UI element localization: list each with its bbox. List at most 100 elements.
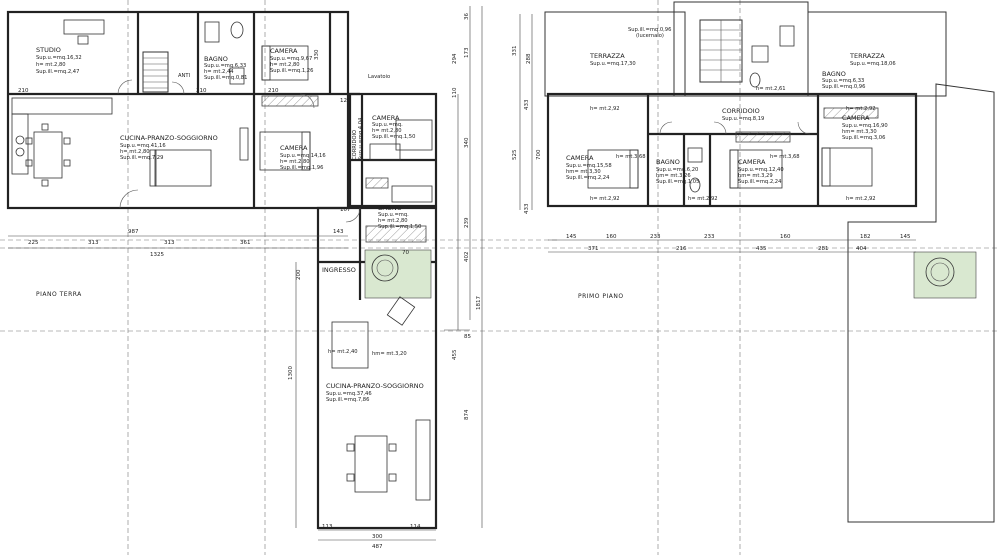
room-camera-first-east: CAMERA Sup.u.=mq.16,90 hm= mt.3,30 Sup.i…: [842, 114, 888, 141]
svg-text:Sup.u.=mq.4,04: Sup.u.=mq.4,04: [358, 117, 364, 160]
svg-text:h= mt.2,80: h= mt.2,80: [372, 128, 402, 134]
svg-text:Sup.u.=mq.6,33: Sup.u.=mq.6,33: [204, 63, 246, 69]
svg-text:h= mt.2,92: h= mt.2,92: [590, 106, 620, 112]
svg-text:114: 114: [410, 524, 421, 530]
svg-text:hm= mt.3,30: hm= mt.3,30: [566, 169, 601, 175]
svg-text:Sup.u.=mq.16,90: Sup.u.=mq.16,90: [842, 123, 888, 129]
room-bagno-first: BAGNO Sup.u.=mq.6,33 Sup.ill.=mq.0,96: [822, 70, 865, 90]
svg-text:h= mt.3,68: h= mt.3,68: [616, 154, 646, 160]
svg-text:700: 700: [536, 149, 542, 160]
svg-text:288: 288: [526, 53, 532, 64]
svg-text:110: 110: [452, 87, 458, 98]
svg-text:145: 145: [566, 234, 577, 240]
room-lavatoio: Lavatoio: [368, 74, 390, 80]
svg-text:Sup.u.=mq.14,16: Sup.u.=mq.14,16: [280, 153, 326, 159]
svg-text:h= mt.2,61: h= mt.2,61: [756, 86, 786, 92]
svg-text:340: 340: [464, 137, 470, 148]
svg-text:CORRIDOIO: CORRIDOIO: [352, 130, 358, 160]
svg-text:404: 404: [856, 246, 867, 252]
svg-text:525: 525: [512, 149, 518, 160]
svg-text:STUDIO: STUDIO: [36, 46, 61, 54]
skylight-note: Sup.ill.=mq.0,96 (lucernaio): [628, 27, 671, 39]
room-bagno-east: BAGNO Sup.u.=mq. h= mt.2,80 Sup.ill.=mq.…: [378, 204, 421, 230]
svg-text:182: 182: [860, 234, 871, 240]
svg-text:BAGNO: BAGNO: [822, 70, 846, 78]
svg-text:h= mt.2,40: h= mt.2,40: [328, 349, 358, 355]
svg-text:h= mt.2,80: h= mt.2,80: [280, 159, 310, 165]
svg-text:h= mt.2,92: h= mt.2,92: [846, 196, 876, 202]
stairs: [699, 19, 743, 83]
svg-text:h= mt.2,92: h= mt.2,92: [688, 196, 718, 202]
svg-text:Sup.u.=mq.6,20: Sup.u.=mq.6,20: [656, 167, 698, 173]
svg-text:313: 313: [88, 240, 99, 246]
ground-floor-plan: [6, 6, 483, 541]
room-bagno-ground: BAGNO Sup.u.=mq.6,33 h= mt.2,44 Sup.ill.…: [204, 55, 247, 81]
svg-text:h= mt.2,80: h= mt.2,80: [270, 62, 300, 68]
first-floor-title: PRIMO PIANO: [578, 293, 624, 300]
room-camera-north: CAMERA Sup.u.=mq.9,67 h= mt.2,80 Sup.ill…: [270, 47, 313, 74]
svg-text:Sup.u.=mq.41,16: Sup.u.=mq.41,16: [120, 143, 166, 149]
svg-text:85: 85: [464, 334, 471, 340]
room-studio: STUDIO Sup.u.=mq.16,32 h= mt.2,80 Sup.il…: [36, 46, 82, 75]
svg-text:210: 210: [18, 88, 29, 94]
svg-text:CAMERA: CAMERA: [270, 47, 298, 55]
svg-text:70: 70: [402, 250, 409, 256]
svg-text:402: 402: [464, 252, 470, 263]
room-terrazza-west: TERRAZZA Sup.u.=mq.17,30: [589, 52, 636, 67]
room-camera-central: CAMERA Sup.u.=mq.14,16 h= mt.2,80 Sup.il…: [280, 144, 326, 171]
svg-text:(lucernaio): (lucernaio): [636, 33, 664, 39]
svg-text:Sup.u.=mq.37,46: Sup.u.=mq.37,46: [326, 391, 372, 397]
svg-text:Sup.ill.=mq.3,06: Sup.ill.=mq.3,06: [842, 135, 885, 141]
svg-text:BAGNO: BAGNO: [656, 158, 680, 166]
svg-text:160: 160: [606, 234, 617, 240]
room-cucina-south: CUCINA-PRANZO-SOGGIORNO Sup.u.=mq.37,46 …: [326, 349, 424, 403]
svg-text:233: 233: [650, 234, 661, 240]
svg-text:36: 36: [464, 13, 470, 20]
svg-text:210: 210: [196, 88, 207, 94]
room-camera-first-west: CAMERA Sup.u.=mq.15,58 hm= mt.3,30 Sup.i…: [566, 154, 612, 181]
svg-text:Sup.ill.=mq.1,26: Sup.ill.=mq.1,26: [270, 68, 313, 74]
svg-text:h= mt.2,80: h= mt.2,80: [120, 149, 150, 155]
svg-text:435: 435: [756, 246, 767, 252]
svg-text:487: 487: [372, 544, 383, 550]
svg-text:BAGNO: BAGNO: [204, 55, 228, 63]
svg-text:hm= mt.3,30: hm= mt.3,30: [842, 129, 877, 135]
svg-text:Sup.u.=mq.18,06: Sup.u.=mq.18,06: [850, 61, 896, 67]
svg-text:107: 107: [340, 207, 351, 213]
ground-floor-labels: PIANO TERRA STUDIO Sup.u.=mq.16,32 h= mt…: [18, 13, 482, 550]
svg-text:hm= mt.3,20: hm= mt.3,20: [372, 351, 407, 357]
svg-text:331: 331: [512, 46, 518, 57]
svg-text:Sup.ill.=mq.7,29: Sup.ill.=mq.7,29: [120, 155, 163, 161]
svg-text:h= mt.2,92: h= mt.2,92: [846, 106, 876, 112]
first-floor-dimensions: 145 160 233 233 160 182 145 371 216 435 …: [512, 46, 911, 253]
svg-text:210: 210: [268, 88, 279, 94]
svg-text:455: 455: [452, 349, 458, 360]
svg-text:987: 987: [128, 229, 139, 235]
svg-text:Sup.ill.=mq.2,24: Sup.ill.=mq.2,24: [566, 175, 610, 181]
svg-text:BAGNO: BAGNO: [378, 204, 402, 212]
svg-text:Sup.u.=mq.17,30: Sup.u.=mq.17,30: [590, 61, 636, 67]
svg-text:Sup.ill.=mq.0,81: Sup.ill.=mq.0,81: [204, 75, 247, 81]
svg-text:Sup.u.=mq.15,58: Sup.u.=mq.15,58: [566, 163, 612, 169]
room-camera-first-central: CAMERA Sup.u.=mq.12,40 hm= mt.3,29 Sup.i…: [738, 158, 784, 185]
room-terrazza-east: TERRAZZA Sup.u.=mq.18,06: [849, 52, 896, 67]
svg-text:200: 200: [296, 269, 302, 280]
svg-text:CUCINA-PRANZO-SOGGIORNO: CUCINA-PRANZO-SOGGIORNO: [326, 382, 424, 390]
svg-text:330: 330: [314, 49, 320, 60]
svg-text:h= mt.3,68: h= mt.3,68: [770, 154, 800, 160]
room-anti: ANTI: [178, 73, 191, 79]
room-corridoio-first: CORRIDOIO Sup.u.=mq.8,19: [722, 107, 764, 122]
svg-text:CAMERA: CAMERA: [280, 144, 308, 152]
svg-text:1325: 1325: [150, 252, 164, 258]
svg-text:173: 173: [464, 47, 470, 58]
svg-text:h= mt.2,80: h= mt.2,80: [378, 218, 408, 224]
svg-text:Sup.ill.=mq.1,96: Sup.ill.=mq.1,96: [280, 165, 323, 171]
svg-text:1817: 1817: [476, 296, 482, 310]
svg-text:CORRIDOIO: CORRIDOIO: [722, 107, 760, 115]
deck-area: [847, 83, 995, 523]
room-ingresso: INGRESSO: [322, 266, 356, 274]
svg-text:hm= mt.3,29: hm= mt.3,29: [738, 173, 773, 179]
ground-dimensions: 225 313 313 361 1325 987 143 120 210 210…: [18, 13, 482, 550]
svg-text:281: 281: [818, 246, 829, 252]
